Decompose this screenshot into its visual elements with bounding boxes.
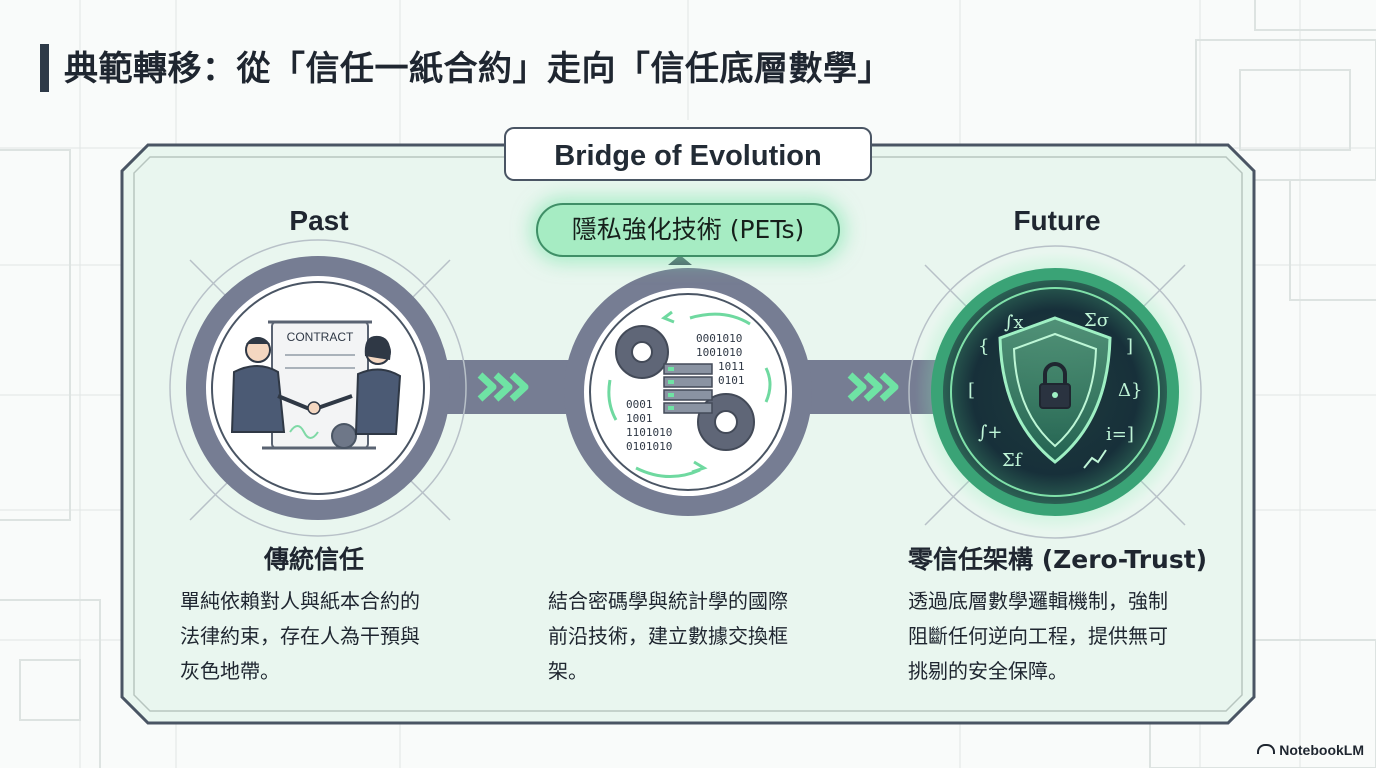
cycle-arrow-icon [607, 310, 772, 479]
description-line: 前沿技術，建立數據交換框 [548, 624, 788, 648]
description-line: 單純依賴對人與紙本合約的 [180, 589, 420, 613]
past-description: 單純依賴對人與紙本合約的 法律約束，存在人為干預與 灰色地帶。 [180, 584, 420, 689]
math-symbol: ] [1126, 336, 1133, 357]
notebooklm-logo-icon [1257, 744, 1276, 754]
description-line: 挑剔的安全保障。 [908, 659, 1068, 683]
lock-icon [1039, 362, 1071, 409]
math-symbol: Δ} [1118, 380, 1142, 401]
seal-icon [331, 423, 357, 449]
binary-text: 1101010 [626, 426, 672, 439]
future-subtitle: 零信任架構 (Zero-Trust) [908, 545, 1208, 574]
description-line: 法律約束，存在人為干預與 [180, 624, 420, 648]
binary-text: 0001010 [696, 332, 742, 345]
math-symbol: Σσ [1084, 310, 1109, 331]
binary-text: 0101010 [626, 440, 672, 453]
description-line: 結合密碼學與統計學的國際 [548, 589, 788, 613]
math-symbol: [ [968, 380, 975, 401]
binary-text: 1001010 [696, 346, 742, 359]
math-symbol: { [978, 336, 989, 357]
description-line: 架。 [548, 659, 588, 683]
binary-text: 1011 [718, 360, 745, 373]
future-circle: { ∫x Σσ ] [ Δ} ∫+ i=] Σf [908, 245, 1202, 539]
binary-text: 0101 [718, 374, 745, 387]
pets-badge: 隱私強化技術 (PETs) [536, 203, 840, 257]
past-subtitle: 傳統信任 [264, 545, 365, 574]
past-heading: Past [289, 205, 349, 236]
chevron-right-icon [477, 372, 899, 402]
bridge-label: Bridge of Evolution [504, 127, 872, 181]
handshake-people-icon [230, 335, 402, 435]
page-title: 典範轉移：從「信任一紙合約」走向「信任底層數學」 [64, 49, 892, 89]
math-symbol: Σf [1002, 450, 1023, 471]
description-line: 灰色地帶。 [180, 659, 280, 683]
corner-decoration-left [0, 149, 101, 768]
brand-label: NotebookLM [1279, 742, 1364, 758]
contract-label: CONTRACT [286, 330, 354, 344]
math-symbol: ∫+ [978, 422, 1002, 443]
server-stack-icon [663, 363, 713, 414]
title-accent-bar [40, 44, 49, 92]
middle-description: 結合密碼學與統計學的國際 前沿技術，建立數據交換框 架。 [548, 584, 788, 689]
math-symbol: ∫x [1004, 312, 1024, 333]
gear-icon [615, 325, 755, 451]
description-line: 透過底層數學邏輯機制，強制 [908, 589, 1168, 613]
future-heading: Future [1013, 205, 1101, 236]
binary-text: 1001 [626, 412, 653, 425]
growth-chart-icon [1083, 449, 1107, 469]
binary-text: 0001 [626, 398, 653, 411]
future-description: 透過底層數學邏輯機制，強制 阻斷任何逆向工程，提供無可 挑剔的安全保障。 [908, 584, 1168, 689]
description-line: 阻斷任何逆向工程，提供無可 [908, 624, 1168, 648]
brand-watermark: NotebookLM [1257, 742, 1364, 758]
pets-circle: 0001010 1001010 1011 0101 0001 1001 1101… [564, 255, 812, 516]
math-symbol: i=] [1106, 424, 1134, 445]
past-circle [169, 239, 467, 537]
